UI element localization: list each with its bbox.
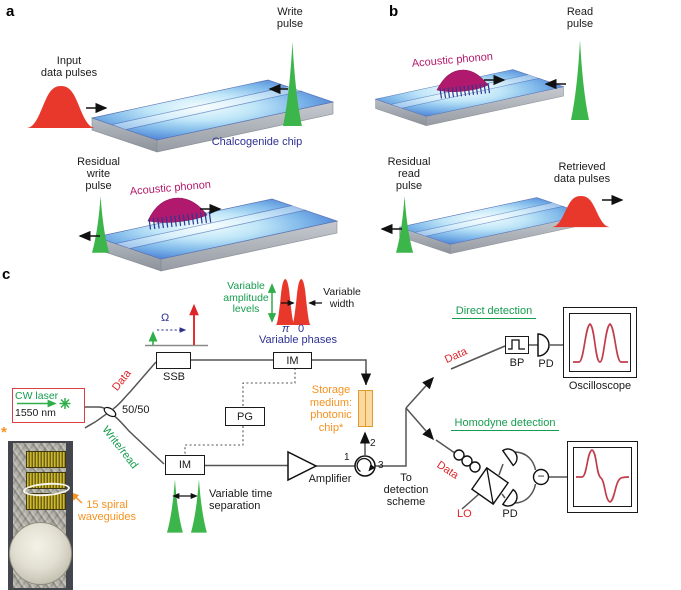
panel-a-letter: a bbox=[6, 3, 15, 20]
lo-label: LO bbox=[457, 508, 472, 520]
chip-b-bottom bbox=[399, 197, 588, 255]
circulator-port-2: 2 bbox=[370, 438, 376, 449]
phonon-grating-a bbox=[148, 211, 212, 230]
photodiode-homodyne-upper-icon bbox=[501, 448, 518, 467]
data-pulse-pi bbox=[276, 279, 295, 325]
subtractor-minus-sign: − bbox=[537, 469, 545, 483]
phase-pi-label: π bbox=[282, 323, 290, 335]
phonon-bump-b bbox=[436, 69, 489, 92]
residual-write-label: Residual write pulse bbox=[77, 156, 120, 192]
variable-time-label: Variable time separation bbox=[209, 488, 273, 512]
writeread-pulse-1 bbox=[167, 479, 183, 533]
residual-write-pulse-shape bbox=[92, 196, 110, 253]
phonon-grating-b bbox=[439, 83, 491, 99]
storage-chip-right bbox=[365, 390, 373, 427]
to-direct-arrow bbox=[405, 376, 435, 409]
phase-zero-label: 0 bbox=[298, 323, 305, 335]
writeread-branch-label: Write/read bbox=[99, 424, 141, 472]
spiral-waveguides-caption: 15 spiral waveguides bbox=[77, 499, 137, 523]
variable-phases-label: Variable phases bbox=[258, 334, 338, 346]
circulator-port-3: 3 bbox=[378, 460, 384, 471]
acoustic-phonon-label-b: Acoustic phonon bbox=[411, 50, 494, 70]
retrieved-data-label: Retrieved data pulses bbox=[553, 161, 611, 185]
splitter-ratio-label: 50/50 bbox=[122, 404, 150, 416]
direction-arrows bbox=[78, 74, 624, 242]
direct-detection-title: Direct detection bbox=[452, 305, 536, 319]
waveguide-block-3 bbox=[26, 493, 66, 510]
photodiode-direct-icon bbox=[537, 333, 550, 357]
acoustic-phonon-label-a: Acoustic phonon bbox=[129, 178, 212, 198]
read-pulse-shape bbox=[571, 40, 589, 120]
circulator-symbol bbox=[354, 455, 376, 477]
variable-amplitude-label: Variable amplitude levels bbox=[223, 280, 269, 315]
phonon-bump-a bbox=[147, 197, 208, 223]
waveguide-block-1 bbox=[26, 451, 66, 468]
chip-b-top bbox=[375, 69, 564, 127]
cw-laser-wavelength: 1550 nm bbox=[15, 407, 56, 419]
to-detection-label: To detection scheme bbox=[383, 472, 429, 508]
residual-read-label: Residual read pulse bbox=[387, 156, 431, 192]
panel-c-letter: c bbox=[2, 266, 11, 283]
to-homodyne-arrow bbox=[405, 407, 434, 441]
fiber-coupler bbox=[103, 406, 117, 418]
residual-read-pulse-shape bbox=[396, 196, 414, 253]
ssb-label: SSB bbox=[162, 371, 185, 383]
photo-asterisk: * bbox=[1, 424, 7, 441]
waveguide-block-2 bbox=[26, 472, 66, 489]
coin bbox=[9, 522, 72, 585]
variable-width-label: Variable width bbox=[323, 286, 361, 310]
circulator-rotation-icon bbox=[356, 457, 376, 473]
photodiode-homodyne-lower-icon bbox=[501, 488, 518, 507]
beamsplitter-icon bbox=[470, 466, 510, 506]
retrieved-pulse-shape bbox=[552, 196, 610, 228]
homodyne-data-label: Data bbox=[434, 459, 461, 482]
write-pulse-label: Write pulse bbox=[276, 6, 304, 30]
im-top-box: IM bbox=[273, 352, 312, 369]
storage-medium-label: Storage medium: photonic chip* bbox=[309, 384, 353, 434]
pg-label: PG bbox=[237, 410, 253, 423]
pd-direct-label: PD bbox=[538, 358, 554, 370]
bandpass-box bbox=[505, 336, 529, 354]
ssb-box bbox=[156, 352, 191, 369]
amplifier-label: Amplifier bbox=[308, 473, 352, 485]
bp-label: BP bbox=[509, 357, 525, 369]
chalcogenide-chip-label: Chalcogenide chip bbox=[211, 136, 303, 148]
pg-box: PG bbox=[225, 407, 265, 426]
direct-data-label: Data bbox=[443, 345, 470, 366]
input-data-pulse-shape bbox=[27, 86, 95, 128]
polarization-loops-icon bbox=[453, 449, 481, 473]
pd-homodyne-label: PD bbox=[502, 508, 518, 520]
im-bottom-label: IM bbox=[178, 459, 192, 471]
oscilloscope-direct-screen bbox=[569, 313, 631, 372]
omega-label: Ω bbox=[161, 312, 170, 324]
data-pulse-zero bbox=[292, 279, 311, 325]
chip-a-bottom bbox=[95, 198, 338, 272]
frequency-diagram bbox=[145, 303, 208, 347]
oscilloscope-homodyne-screen bbox=[573, 447, 632, 507]
writeread-pulse-2 bbox=[191, 479, 207, 533]
homodyne-detection-title: Homodyne detection bbox=[451, 417, 559, 431]
panel-b-letter: b bbox=[389, 3, 399, 20]
oscilloscope-label: Oscilloscope bbox=[568, 380, 632, 392]
input-data-label: Input data pulses bbox=[40, 55, 98, 79]
circulator-port-1: 1 bbox=[344, 452, 350, 463]
im-top-label: IM bbox=[286, 354, 299, 367]
data-branch-label: Data bbox=[110, 367, 134, 394]
im-bottom-box: IM bbox=[165, 455, 205, 475]
cw-laser-name: CW laser bbox=[15, 390, 59, 402]
read-pulse-label: Read pulse bbox=[566, 6, 594, 30]
write-pulse-shape bbox=[283, 42, 302, 126]
